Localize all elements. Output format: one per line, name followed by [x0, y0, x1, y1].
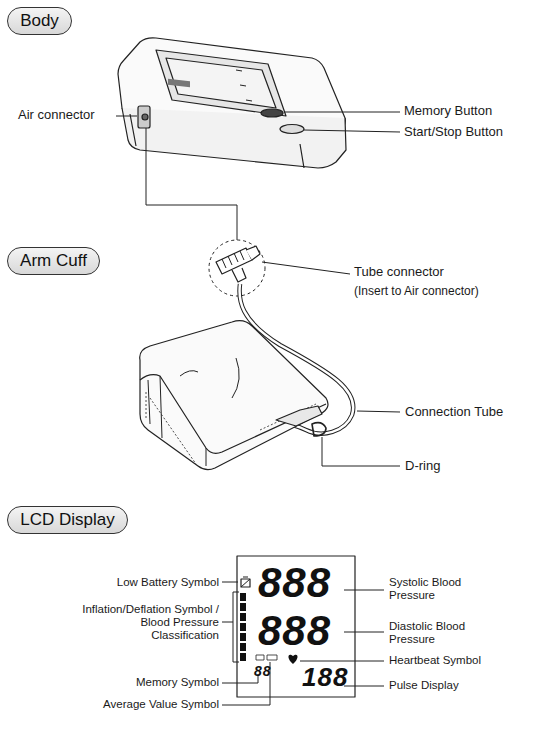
- heading-text: Arm Cuff: [20, 251, 87, 271]
- leader-line: [322, 411, 400, 466]
- detail-circle: [209, 240, 265, 296]
- part-label: Connection Tube: [405, 405, 503, 420]
- memory-button: [261, 109, 283, 117]
- lcd-label: Average Value Symbol: [103, 698, 219, 711]
- display-marks: [236, 70, 252, 101]
- cuff-layer: [140, 375, 326, 454]
- leader-line: [116, 112, 400, 132]
- start-stop-button: [280, 125, 304, 134]
- lcd-digits: 188: [302, 664, 348, 690]
- low-battery-icon: [241, 579, 250, 587]
- lcd-label: Systolic Blood Pressure: [389, 576, 499, 602]
- brand-mark: [168, 79, 190, 88]
- lcd-digits: 888: [258, 610, 331, 652]
- lcd-digits: 88: [254, 664, 272, 678]
- lcd-label: Pulse Display: [389, 679, 459, 692]
- section-heading: Arm Cuff: [7, 247, 100, 275]
- cuff-fold: [180, 358, 239, 398]
- d-ring: [312, 423, 326, 436]
- inflation-bar: [240, 593, 246, 661]
- air-connector: [138, 106, 150, 128]
- part-label: Tube connector: [354, 265, 444, 280]
- lcd-digits: 888: [258, 562, 331, 604]
- tube-connector-tip: [246, 246, 260, 260]
- heart-icon: [288, 655, 297, 664]
- tube-connector-ribs: [222, 251, 244, 268]
- lcd-frame: [237, 556, 355, 697]
- lcd-label: Diastolic Blood Pressure: [389, 620, 499, 646]
- section-heading: LCD Display: [7, 506, 128, 534]
- lcd-label: Heartbeat Symbol: [389, 654, 481, 667]
- cuff-body: [140, 321, 328, 470]
- average-icon: [267, 655, 277, 660]
- heading-text: LCD Display: [20, 510, 114, 530]
- part-label: D-ring: [405, 459, 440, 474]
- part-label: Air connector: [18, 108, 95, 123]
- leader-line: [146, 128, 237, 240]
- display-window: [156, 50, 286, 116]
- leader-line: [222, 582, 238, 583]
- part-label: Memory Button: [404, 104, 492, 119]
- bracket: [222, 592, 239, 662]
- air-connector-port: [142, 114, 148, 120]
- leader-line: [222, 674, 258, 683]
- tube-connector-stem: [232, 268, 246, 282]
- heading-text: Body: [20, 11, 59, 31]
- memory-icon: [256, 655, 264, 660]
- display-inner: [166, 58, 276, 108]
- section-heading: Body: [7, 7, 72, 35]
- lcd-label: Inflation/Deflation Symbol / Blood Press…: [77, 603, 219, 642]
- lcd-label: Low Battery Symbol: [117, 576, 219, 589]
- cuff-edge: [148, 376, 206, 466]
- low-battery-icon: [241, 577, 250, 587]
- leader-line: [262, 262, 350, 274]
- monitor-edge: [130, 114, 304, 168]
- monitor-base: [122, 108, 346, 168]
- part-label: Start/Stop Button: [404, 125, 503, 140]
- lcd-label: Memory Symbol: [136, 676, 219, 689]
- cuff-stitching: [146, 392, 316, 464]
- part-note: (Insert to Air connector): [354, 285, 479, 298]
